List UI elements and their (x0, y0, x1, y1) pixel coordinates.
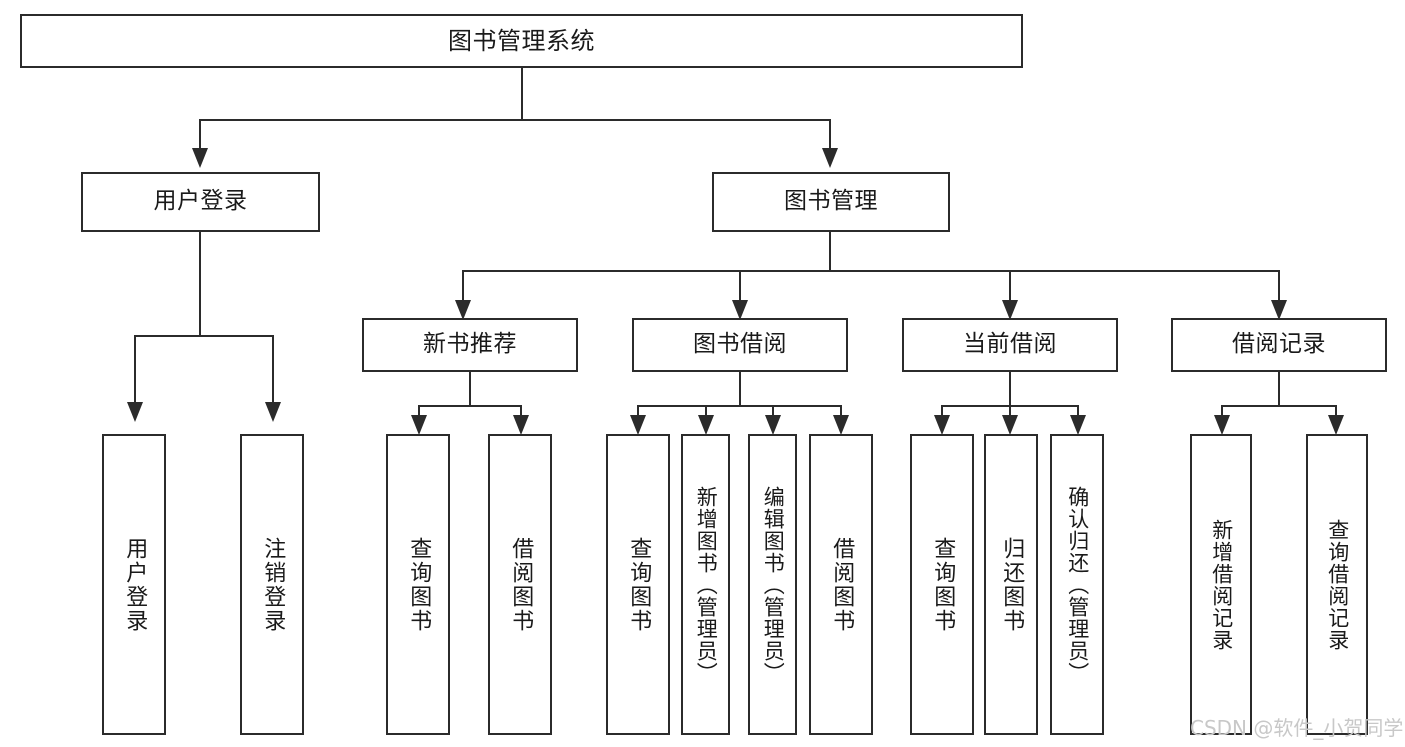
connector-user-login-bus (134, 335, 274, 337)
node-borrow-records[interactable]: 借阅记录 (1171, 318, 1387, 372)
arrowhead-newbook-leaf1 (411, 415, 427, 435)
arrowhead-currentborrow-leaf2 (1002, 415, 1018, 435)
node-label: 用户登录 (153, 188, 248, 215)
arrowhead-bookborrow-leaf2 (698, 415, 714, 435)
leaf-confirm-return-admin[interactable]: 确认归还（管理员） (1050, 434, 1104, 735)
node-label: 图书借阅 (693, 331, 787, 358)
connector-to-borrow-records (1278, 270, 1280, 302)
connector-bookborrow-leaf1 (637, 405, 639, 421)
connector-userlogin-leaf1 (134, 335, 136, 404)
connector-bookborrow-bus (637, 405, 842, 407)
connector-to-new-book (462, 270, 464, 302)
connector-currentborrow-stem (1009, 372, 1011, 406)
connector-to-current-borrow (1009, 270, 1011, 302)
connector-newbook-bus (418, 405, 522, 407)
connector-newbook-stem (469, 372, 471, 406)
arrowhead-currentborrow-leaf1 (934, 415, 950, 435)
arrowhead-userlogin-leaf1 (127, 402, 143, 422)
node-label: 注销登录 (260, 536, 286, 633)
connector-bookborrow-leaf3 (772, 405, 774, 421)
leaf-return-book[interactable]: 归还图书 (984, 434, 1038, 735)
arrowhead-current-borrow (1002, 300, 1018, 320)
connector-to-user-login (199, 119, 201, 150)
node-book-management[interactable]: 图书管理 (712, 172, 950, 232)
arrowhead-borrowrecords-leaf2 (1328, 415, 1344, 435)
watermark-text: CSDN @软件_小贺同学 (1190, 716, 1404, 740)
leaf-edit-book-admin[interactable]: 编辑图书（管理员） (748, 434, 797, 735)
node-label: 查询借阅记录 (1325, 518, 1350, 651)
arrowhead-borrowrecords-leaf1 (1214, 415, 1230, 435)
connector-bookborrow-stem (739, 372, 741, 406)
node-label: 借阅图书 (508, 536, 534, 633)
connector-borrowrecords-leaf2 (1335, 405, 1337, 421)
connector-currentborrow-leaf1 (941, 405, 943, 421)
node-label: 查询图书 (406, 536, 432, 633)
arrowhead-bookborrow-leaf3 (765, 415, 781, 435)
connector-to-book-borrow (739, 270, 741, 302)
node-label: 归还图书 (999, 536, 1025, 633)
node-current-borrow[interactable]: 当前借阅 (902, 318, 1118, 372)
arrowhead-new-book (455, 300, 471, 320)
node-label: 借阅图书 (829, 536, 855, 633)
arrowhead-book-manage (822, 148, 838, 168)
arrowhead-newbook-leaf2 (513, 415, 529, 435)
connector-level2-bus (199, 119, 831, 121)
connector-bookborrow-leaf4 (840, 405, 842, 421)
connector-bookmanage-stem (829, 232, 831, 272)
leaf-search-book-recommend[interactable]: 查询图书 (386, 434, 450, 735)
arrowhead-book-borrow (732, 300, 748, 320)
connector-level3-bus (462, 270, 1279, 272)
leaf-borrow-book-recommend[interactable]: 借阅图书 (488, 434, 552, 735)
node-label: 查询图书 (930, 536, 956, 633)
node-label: 借阅记录 (1232, 331, 1326, 358)
connector-root-stem (521, 68, 523, 120)
node-label: 图书管理系统 (448, 26, 595, 55)
connector-newbook-leaf1 (418, 405, 420, 421)
node-book-borrow[interactable]: 图书借阅 (632, 318, 848, 372)
node-label: 编辑图书（管理员） (761, 485, 786, 684)
connector-to-book-manage (829, 119, 831, 150)
connector-currentborrow-leaf2 (1009, 405, 1011, 421)
connector-userlogin-leaf2 (272, 335, 274, 404)
node-label: 查询图书 (626, 536, 652, 633)
node-root-system[interactable]: 图书管理系统 (20, 14, 1023, 68)
node-label: 用户登录 (122, 536, 148, 633)
leaf-search-borrow-record[interactable]: 查询借阅记录 (1306, 434, 1368, 735)
node-label: 新增图书（管理员） (694, 485, 719, 684)
arrowhead-currentborrow-leaf3 (1070, 415, 1086, 435)
leaf-add-book-admin[interactable]: 新增图书（管理员） (681, 434, 730, 735)
leaf-search-book-borrow[interactable]: 查询图书 (606, 434, 670, 735)
arrowhead-bookborrow-leaf1 (630, 415, 646, 435)
leaf-borrow-book[interactable]: 借阅图书 (809, 434, 873, 735)
leaf-user-login[interactable]: 用户登录 (102, 434, 166, 735)
connector-borrowrecords-bus (1221, 405, 1337, 407)
arrowhead-userlogin-leaf2 (265, 402, 281, 422)
arrowhead-user-login (192, 148, 208, 168)
node-new-book-recommend[interactable]: 新书推荐 (362, 318, 578, 372)
node-label: 当前借阅 (963, 331, 1057, 358)
node-label: 新书推荐 (423, 331, 517, 358)
arrowhead-bookborrow-leaf4 (833, 415, 849, 435)
connector-currentborrow-leaf3 (1077, 405, 1079, 421)
node-user-login[interactable]: 用户登录 (81, 172, 320, 232)
leaf-search-book-current[interactable]: 查询图书 (910, 434, 974, 735)
arrowhead-borrow-records (1271, 300, 1287, 320)
connector-newbook-leaf2 (520, 405, 522, 421)
node-label: 确认归还（管理员） (1065, 485, 1090, 684)
connector-bookborrow-leaf2 (705, 405, 707, 421)
connector-borrowrecords-leaf1 (1221, 405, 1223, 421)
leaf-add-borrow-record[interactable]: 新增借阅记录 (1190, 434, 1252, 735)
connector-borrowrecords-stem (1278, 372, 1280, 406)
connector-user-login-stem (199, 232, 201, 336)
node-label: 新增借阅记录 (1209, 518, 1234, 651)
leaf-logout[interactable]: 注销登录 (240, 434, 304, 735)
node-label: 图书管理 (784, 188, 878, 215)
